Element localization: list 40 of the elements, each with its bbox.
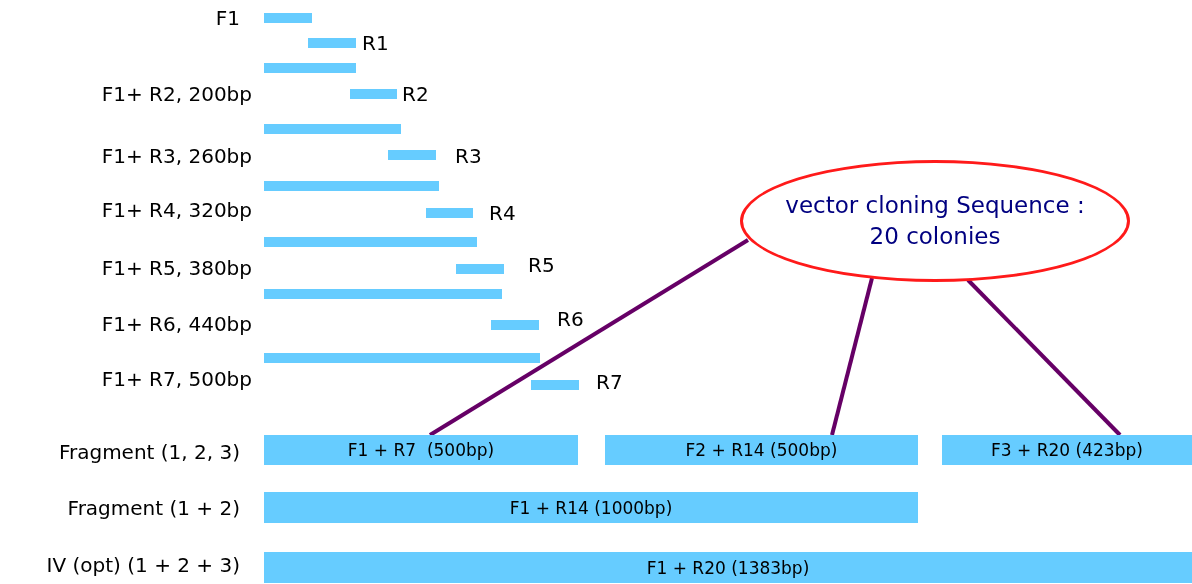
callout-ellipse: vector cloning Sequence : 20 colonies	[740, 160, 1130, 282]
primer-bar	[264, 289, 502, 299]
primer-label: R6	[557, 307, 584, 331]
primer-label: F1	[215, 6, 240, 30]
primer-bar	[456, 264, 504, 274]
primer-label: R5	[528, 253, 555, 277]
primer-bar	[531, 380, 579, 390]
primer-bar	[264, 181, 439, 191]
row-label: IV (opt) (1 + 2 + 3)	[46, 553, 240, 577]
connector-line	[428, 238, 750, 437]
primer-bar	[388, 150, 436, 160]
fragment-bar: F1 + R20 (1383bp)	[264, 552, 1192, 583]
product-label: F1+ R6, 440bp	[101, 312, 252, 336]
primer-label: R2	[402, 82, 429, 106]
connector-line	[966, 278, 1122, 437]
fragment-bar: F1 + R14 (1000bp)	[264, 492, 918, 523]
primer-label: R3	[455, 144, 482, 168]
primer-bar	[264, 124, 401, 134]
fragment-bar: F1 + R7 (500bp)	[264, 435, 578, 465]
product-label: F1+ R5, 380bp	[101, 256, 252, 280]
row-label: Fragment (1 + 2)	[67, 496, 240, 520]
primer-label: R7	[596, 370, 623, 394]
primer-bar	[426, 208, 473, 218]
product-label: F1+ R2, 200bp	[101, 82, 252, 106]
fragment-bar: F2 + R14 (500bp)	[605, 435, 918, 465]
product-label: F1+ R3, 260bp	[101, 144, 252, 168]
primer-bar	[264, 237, 477, 247]
primer-bar	[308, 38, 356, 48]
primer-label: R4	[489, 201, 516, 225]
row-label: Fragment (1, 2, 3)	[58, 440, 240, 464]
primer-bar	[264, 353, 540, 363]
primer-bar	[264, 63, 356, 73]
primer-bar	[350, 89, 397, 99]
primer-bar	[264, 13, 312, 23]
product-label: F1+ R7, 500bp	[101, 367, 252, 391]
primer-label: R1	[362, 31, 389, 55]
fragment-bar: F3 + R20 (423bp)	[942, 435, 1192, 465]
primer-bar	[491, 320, 539, 330]
product-label: F1+ R4, 320bp	[101, 198, 252, 222]
connector-line	[830, 277, 874, 436]
